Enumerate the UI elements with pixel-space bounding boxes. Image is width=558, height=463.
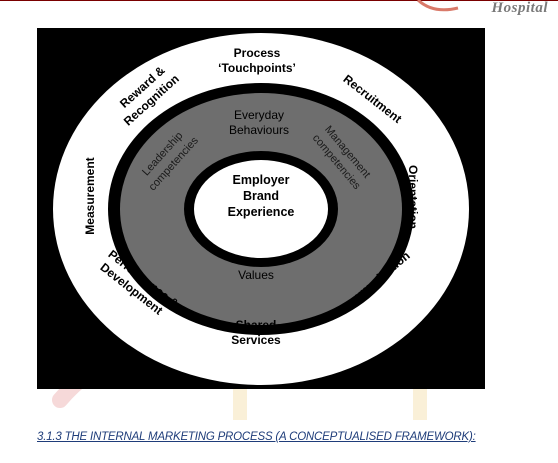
logo-mark-icon	[416, 0, 459, 12]
outer-top-line-2: ‘Touchpoints’	[218, 61, 296, 75]
core-label-line-1: Employer	[233, 173, 290, 187]
inner-top-line-1: Everyday	[234, 108, 284, 122]
concentric-rings-diagram: Employer Brand Experience Everyday Behav…	[53, 33, 469, 385]
outer-left-label: Measurement	[83, 157, 97, 234]
outer-top-line-1: Process	[234, 46, 281, 60]
logo-text: Hospital	[491, 0, 548, 16]
inner-bottom-label: Values	[238, 268, 274, 282]
framework-diagram: Employer Brand Experience Everyday Behav…	[37, 28, 485, 389]
outer-right-label: Orientation	[406, 165, 420, 229]
outer-bottom-line-2: Services	[231, 333, 281, 347]
core-label-line-2: Brand	[243, 189, 279, 203]
core-circle	[194, 160, 328, 258]
hospital-logo: Hospital	[388, 0, 548, 22]
core-label-line-3: Experience	[228, 205, 295, 219]
header-rule	[0, 0, 558, 4]
outer-bottom-line-1: Shared	[236, 318, 277, 332]
section-caption: 3.1.3 THE INTERNAL MARKETING PROCESS (A …	[37, 431, 476, 443]
inner-top-line-2: Behaviours	[229, 123, 289, 137]
